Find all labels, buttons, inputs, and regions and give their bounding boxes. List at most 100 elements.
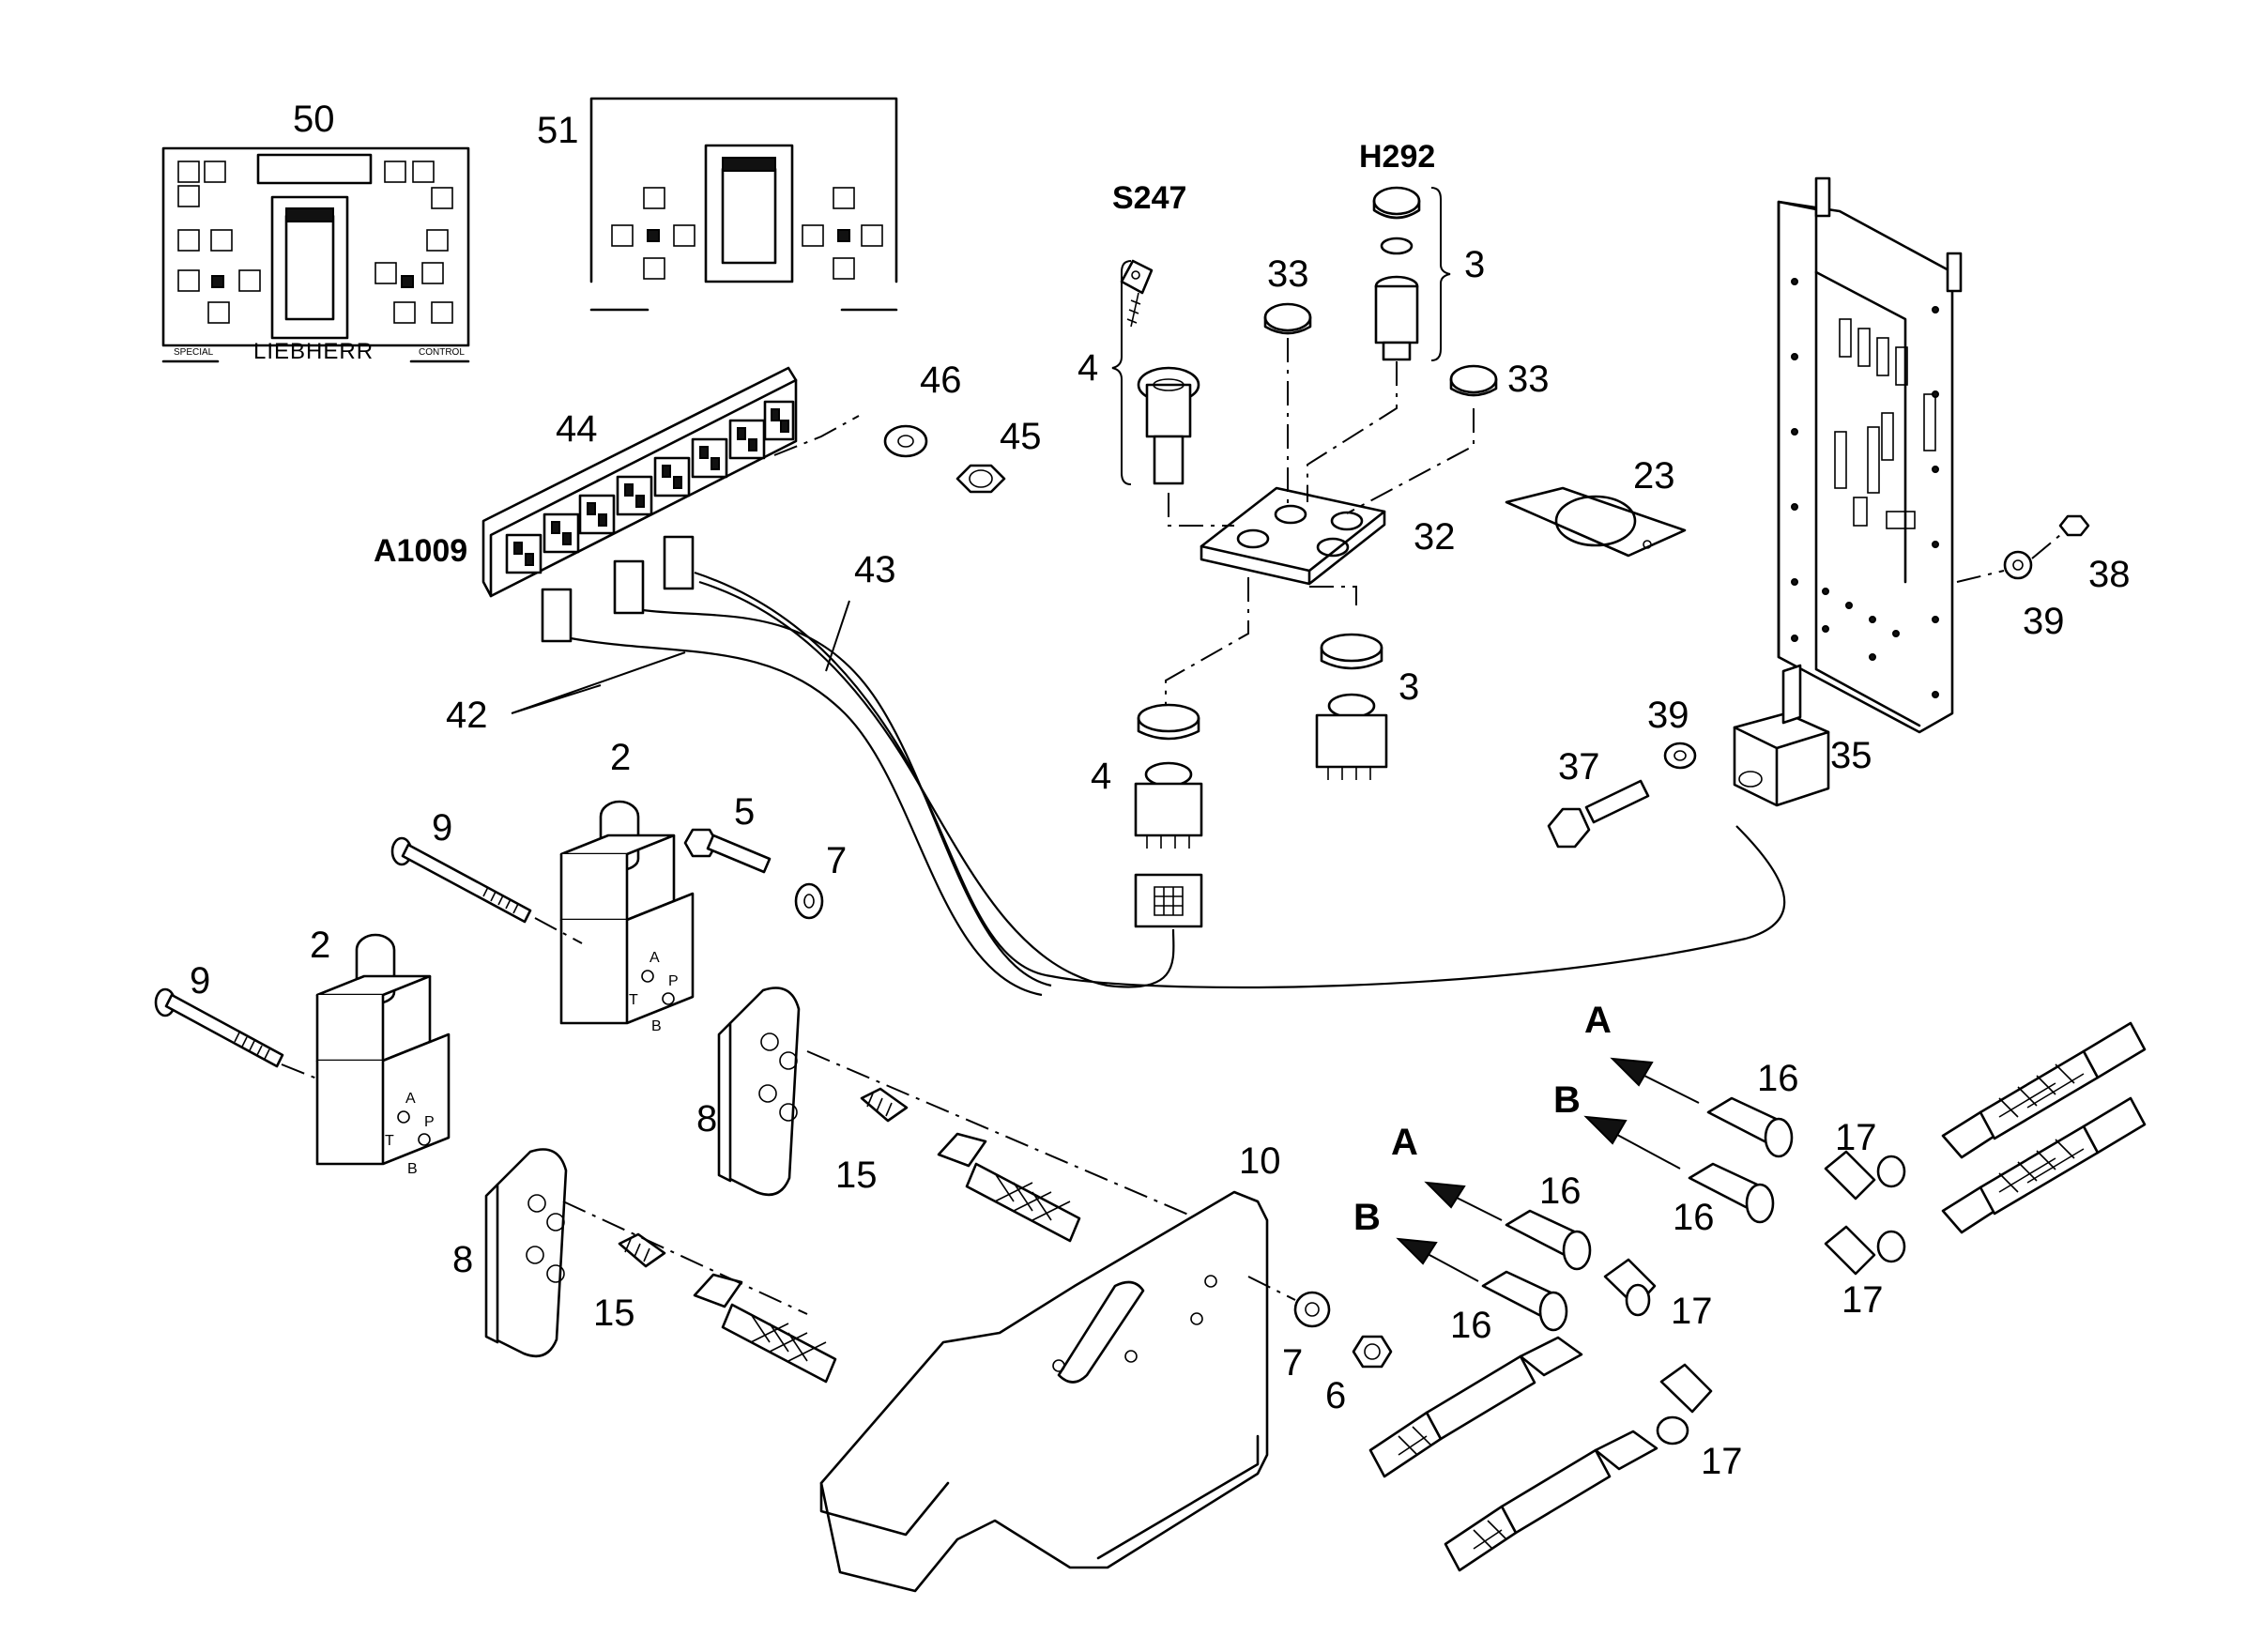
callout-16d: 16 bbox=[1450, 1305, 1492, 1346]
callout-45: 45 bbox=[1000, 416, 1042, 457]
key-switch-s247 bbox=[1120, 259, 1200, 485]
fitting-15-upper bbox=[860, 1087, 909, 1123]
callout-s247: S247 bbox=[1112, 180, 1186, 216]
nut-38 bbox=[2058, 514, 2090, 537]
callout-44: 44 bbox=[556, 408, 598, 450]
fitting-16-a bbox=[1706, 1096, 1794, 1158]
callout-8a: 8 bbox=[696, 1098, 717, 1140]
blanking-plug-33b bbox=[1449, 364, 1498, 397]
callout-16b: 16 bbox=[1673, 1197, 1715, 1238]
arrow-b-upper bbox=[1583, 1115, 1681, 1170]
mounting-bracket-10 bbox=[819, 1190, 1269, 1593]
fitting-16-c bbox=[1505, 1209, 1592, 1271]
decal-control-caption: CONTROL bbox=[419, 347, 465, 358]
washer-7-upper bbox=[794, 882, 824, 920]
valve-lower-port-b: B bbox=[407, 1161, 418, 1177]
nut-45 bbox=[955, 464, 1006, 494]
callout-2b: 2 bbox=[310, 925, 330, 966]
callout-16a: 16 bbox=[1757, 1058, 1799, 1099]
nut-6 bbox=[1352, 1335, 1393, 1369]
callout-17d: 17 bbox=[1701, 1441, 1743, 1482]
callout-8b: 8 bbox=[452, 1239, 473, 1280]
cable-harness-43 bbox=[570, 571, 1786, 997]
callout-h292: H292 bbox=[1359, 139, 1435, 175]
valve-lower-port-a: A bbox=[405, 1091, 416, 1107]
arrow-label-a-lower: A bbox=[1391, 1122, 1418, 1163]
valve-lower-port-t: T bbox=[385, 1133, 394, 1149]
callout-6: 6 bbox=[1325, 1375, 1346, 1416]
decal-brand-text: LIEBHERR bbox=[253, 339, 374, 364]
callout-43: 43 bbox=[854, 549, 896, 590]
arrow-a-upper bbox=[1610, 1057, 1700, 1104]
relay-blocks bbox=[505, 400, 795, 574]
callout-3a: 3 bbox=[1464, 244, 1485, 285]
callout-39b: 39 bbox=[1647, 695, 1689, 736]
callout-33b: 33 bbox=[1507, 359, 1550, 400]
hose-end-lower bbox=[693, 1273, 837, 1384]
callout-15a: 15 bbox=[835, 1155, 878, 1196]
indicator-lamp-h292 bbox=[1372, 186, 1421, 361]
bolt-37 bbox=[1547, 779, 1650, 849]
callout-9b: 9 bbox=[190, 960, 210, 1002]
subplate-8-upper bbox=[717, 987, 801, 1197]
callout-38: 38 bbox=[2088, 554, 2131, 595]
decal-control-layout-50: SPECIAL CONTROL LIEBHERR bbox=[161, 146, 470, 364]
bolt-9-upper bbox=[390, 836, 532, 924]
plug-connectors-42 bbox=[541, 535, 695, 643]
callout-37: 37 bbox=[1558, 746, 1600, 788]
valve-upper-port-t: T bbox=[629, 992, 638, 1008]
relay-board-a1009 bbox=[481, 366, 798, 598]
callout-2a: 2 bbox=[610, 737, 631, 778]
valve-lower-port-p: P bbox=[424, 1114, 435, 1130]
callout-9a: 9 bbox=[432, 807, 452, 849]
callout-4b: 4 bbox=[1091, 756, 1111, 797]
bolt-5 bbox=[683, 828, 772, 874]
washer-46 bbox=[883, 424, 928, 458]
callout-15b: 15 bbox=[593, 1293, 635, 1334]
elbow-17-a bbox=[1824, 1150, 1906, 1201]
subplate-8-lower bbox=[484, 1148, 568, 1358]
washer-39-upper bbox=[2003, 550, 2033, 580]
callout-50: 50 bbox=[293, 99, 335, 140]
valve-upper-port-a: A bbox=[650, 950, 660, 966]
callout-a1009: A1009 bbox=[374, 533, 467, 569]
valve-upper-port-b: B bbox=[651, 1018, 662, 1034]
fitting-16-d bbox=[1481, 1270, 1568, 1332]
elbow-17-b bbox=[1824, 1225, 1906, 1276]
hose-assembly-upper-1 bbox=[1941, 1021, 2147, 1159]
callout-33a: 33 bbox=[1267, 253, 1309, 295]
callout-7a: 7 bbox=[826, 840, 847, 881]
callout-17a: 17 bbox=[1835, 1117, 1877, 1158]
decal-special-caption: SPECIAL bbox=[174, 347, 214, 358]
washer-7-lower bbox=[1293, 1291, 1331, 1328]
solenoid-valve-2-upper: A P B T bbox=[559, 800, 695, 1034]
hose-assembly-upper-2 bbox=[1941, 1096, 2147, 1234]
washer-39-lower bbox=[1663, 742, 1697, 770]
gasket-23 bbox=[1505, 486, 1687, 558]
fitting-16-b bbox=[1688, 1162, 1775, 1224]
elbow-17-c bbox=[1603, 1258, 1657, 1317]
callout-17c: 17 bbox=[1671, 1291, 1713, 1332]
callout-16c: 16 bbox=[1539, 1170, 1582, 1212]
arrow-label-b-upper: B bbox=[1553, 1079, 1581, 1121]
hose-assembly-lower-2 bbox=[1444, 1430, 1658, 1572]
control-box-housing bbox=[1777, 176, 1963, 734]
callout-35: 35 bbox=[1830, 735, 1872, 776]
arrow-label-a-upper: A bbox=[1584, 1000, 1612, 1041]
arrow-label-b-lower: B bbox=[1353, 1197, 1381, 1238]
mounting-plate-32 bbox=[1200, 486, 1386, 586]
arrow-b-lower bbox=[1396, 1237, 1479, 1282]
pushbutton-switch-4 bbox=[1134, 703, 1203, 928]
pushbutton-switch-3 bbox=[1315, 633, 1388, 780]
bolt-9-lower bbox=[154, 987, 284, 1068]
decal-control-layout-51 bbox=[589, 97, 898, 312]
elbow-17-d bbox=[1656, 1363, 1713, 1446]
callout-42: 42 bbox=[446, 695, 488, 736]
hose-end-upper bbox=[937, 1132, 1081, 1243]
hose-assembly-lower-1 bbox=[1368, 1336, 1583, 1478]
callout-46: 46 bbox=[920, 359, 962, 401]
callout-51: 51 bbox=[537, 110, 579, 151]
callout-7b: 7 bbox=[1282, 1342, 1303, 1384]
callout-10: 10 bbox=[1239, 1140, 1281, 1182]
